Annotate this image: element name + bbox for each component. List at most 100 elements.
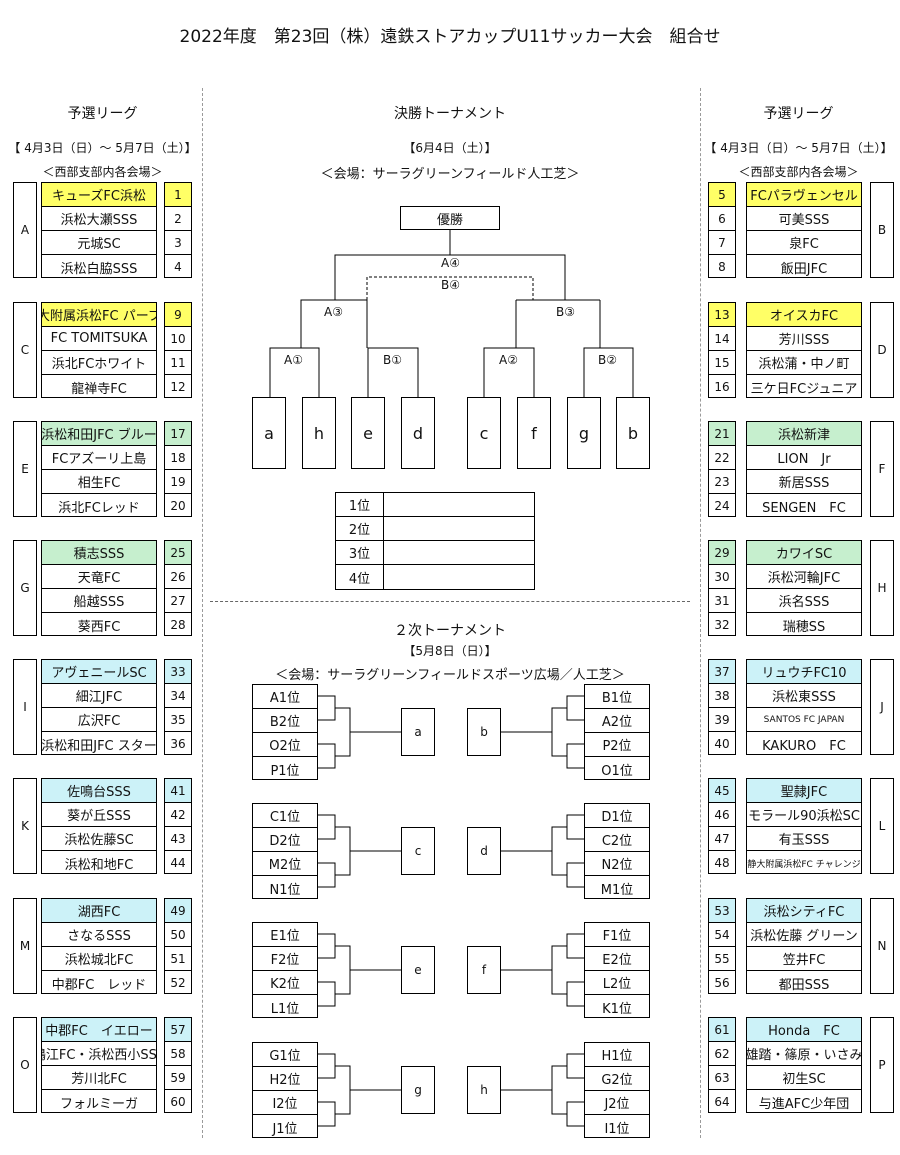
- seed-entry: K1位: [602, 1001, 632, 1017]
- team-number: 22: [709, 446, 735, 470]
- team-name: 初生SC: [747, 1066, 861, 1090]
- seed-entry: D2位: [253, 828, 317, 852]
- match-label-semi-right: B③: [555, 305, 576, 319]
- team-number: 42: [165, 803, 191, 827]
- second-slot-b: b: [467, 708, 501, 756]
- group-letter: K: [13, 778, 37, 874]
- team-name: 都田SSS: [778, 977, 830, 993]
- team-number: 23: [709, 470, 735, 494]
- seed-entry: N2位: [585, 852, 649, 876]
- rank-label: 3位: [336, 541, 384, 564]
- group-letter: F: [870, 421, 894, 517]
- team-number: 7: [709, 231, 735, 255]
- second-slot-g: g: [401, 1066, 435, 1114]
- team-name: 天竜FC: [42, 565, 156, 589]
- team-name: 浜松和田JFC ブルー: [42, 422, 156, 446]
- second-slot-a: a: [401, 708, 435, 756]
- team-name: 浜北FCレッド: [58, 500, 140, 516]
- team-number: 46: [709, 803, 735, 827]
- team-number: 43: [165, 827, 191, 851]
- team-name: 浜松シティFC: [747, 899, 861, 923]
- team-number: 32: [714, 618, 730, 632]
- team-number: 27: [165, 589, 191, 613]
- champion-box: 優勝: [400, 206, 500, 230]
- seed-entry: A1位: [253, 685, 317, 709]
- group-letter: E: [13, 421, 37, 517]
- team-number: 49: [165, 899, 191, 923]
- rank-label: 2位: [336, 517, 384, 540]
- rank-row: 4位: [336, 565, 534, 589]
- match-label-final: A④: [440, 256, 461, 270]
- team-number: 19: [165, 470, 191, 494]
- team-number: 41: [165, 779, 191, 803]
- seed-entry: J1位: [272, 1121, 298, 1137]
- team-name: キューズFC浜松: [42, 183, 156, 207]
- team-name: 飯田JFC: [780, 261, 828, 277]
- team-number: 8: [718, 260, 726, 274]
- team-name: SENGEN FC: [762, 500, 846, 516]
- match-label-q4: B②: [597, 353, 618, 367]
- group-letter: I: [13, 659, 37, 755]
- group-letter: P: [870, 1017, 894, 1113]
- team-number: 15: [709, 351, 735, 375]
- seed-entry: C1位: [253, 804, 317, 828]
- rank-row: 2位: [336, 517, 534, 541]
- match-label-semi-left: A③: [323, 305, 344, 319]
- team-name: 静大附属浜松FC チャレンジ: [747, 859, 861, 870]
- team-number: 45: [709, 779, 735, 803]
- match-label-q1: A①: [283, 353, 304, 367]
- team-number: 24: [714, 499, 730, 513]
- team-number: 61: [709, 1018, 735, 1042]
- seed-entry: P1位: [270, 763, 300, 779]
- team-number: 40: [714, 737, 730, 751]
- team-name: 積志SSS: [42, 541, 156, 565]
- seed-entry: L1位: [270, 1001, 300, 1017]
- team-name: フォルミーガ: [59, 1096, 138, 1112]
- team-name: 有玉SSS: [747, 827, 861, 851]
- seed-entry: F1位: [585, 923, 649, 947]
- seed-entry: N1位: [269, 882, 301, 898]
- team-name: 相生FC: [42, 470, 156, 494]
- group-letter: H: [870, 540, 894, 636]
- right-league-title: 予選リーグ: [763, 106, 834, 122]
- team-name: 元城SC: [42, 231, 156, 255]
- team-number: 59: [165, 1066, 191, 1090]
- seed-entry: E2位: [585, 947, 649, 971]
- team-name: 瑞穂SS: [782, 619, 826, 635]
- team-number: 36: [170, 737, 186, 751]
- final-slot-f: f: [517, 397, 551, 469]
- team-number: 39: [709, 708, 735, 732]
- team-number: 35: [165, 708, 191, 732]
- seed-entry: M1位: [600, 882, 634, 898]
- seed-entry: O1位: [601, 763, 633, 779]
- team-number: 6: [709, 207, 735, 231]
- team-name: 浜松佐藤 グリーン: [747, 923, 861, 947]
- group-letter: B: [870, 182, 894, 278]
- group-letter: O: [13, 1017, 37, 1113]
- team-name: 龍禅寺FC: [71, 381, 127, 397]
- team-name: 浜松河輪JFC: [747, 565, 861, 589]
- team-number: 58: [165, 1042, 191, 1066]
- match-label-third: B④: [440, 278, 461, 292]
- team-number: 64: [714, 1095, 730, 1109]
- team-name: 浜松城北FC: [42, 947, 156, 971]
- team-name: 芳川北FC: [42, 1066, 156, 1090]
- team-number: 44: [170, 856, 186, 870]
- right-league-venue: ＜西部支部内各会場＞: [738, 165, 859, 179]
